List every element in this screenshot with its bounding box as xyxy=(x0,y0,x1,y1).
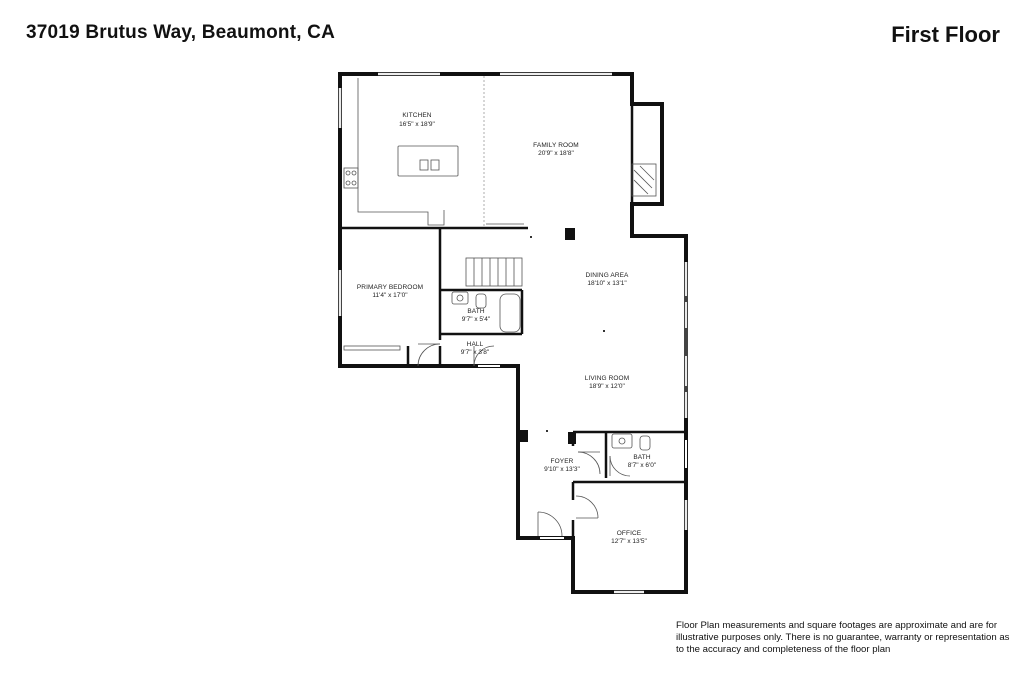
wall-pillars xyxy=(520,228,576,444)
office-label: OFFICE xyxy=(617,530,642,537)
office-dims: 12'7" x 13'5" xyxy=(611,538,647,545)
disclaimer-text: Floor Plan measurements and square foota… xyxy=(676,620,1010,655)
floor-label: First Floor xyxy=(891,22,1000,47)
door-swings xyxy=(343,223,631,537)
bath-2-dims: 8'7" x 6'0" xyxy=(628,462,657,469)
floor-markers xyxy=(530,236,605,432)
foyer-label: FOYER xyxy=(551,458,574,465)
kitchen-counters xyxy=(343,78,459,226)
living-room-dims: 18'9" x 12'0" xyxy=(589,383,625,390)
bath-2-label: BATH xyxy=(633,454,650,461)
bath-fixtures xyxy=(451,291,651,451)
living-room-label: LIVING ROOM xyxy=(585,375,629,382)
dining-area-dims: 18'10" x 13'1" xyxy=(587,280,627,287)
property-address: 37019 Brutus Way, Beaumont, CA xyxy=(26,22,336,43)
family-room-dims: 20'9" x 18'8" xyxy=(538,150,574,157)
hall-label: HALL xyxy=(467,341,484,348)
bath-1-label: BATH xyxy=(467,308,484,315)
fireplace xyxy=(631,163,657,197)
stairs xyxy=(465,257,523,287)
interior-walls xyxy=(340,74,686,538)
kitchen-label: KITCHEN xyxy=(402,112,431,119)
primary-bedroom-label: PRIMARY BEDROOM xyxy=(357,284,423,291)
kitchen-dims: 16'5" x 18'9" xyxy=(399,121,435,128)
foyer-dims: 9'10" x 13'3" xyxy=(544,466,580,473)
primary-bedroom-dims: 11'4" x 17'0" xyxy=(372,292,408,299)
family-room-label: FAMILY ROOM xyxy=(533,142,579,149)
windows xyxy=(339,73,687,593)
dining-area-label: DINING AREA xyxy=(586,272,630,279)
bath-1-dims: 9'7" x 5'4" xyxy=(462,316,491,323)
hall-dims: 9'7" x 3'8" xyxy=(461,349,490,356)
